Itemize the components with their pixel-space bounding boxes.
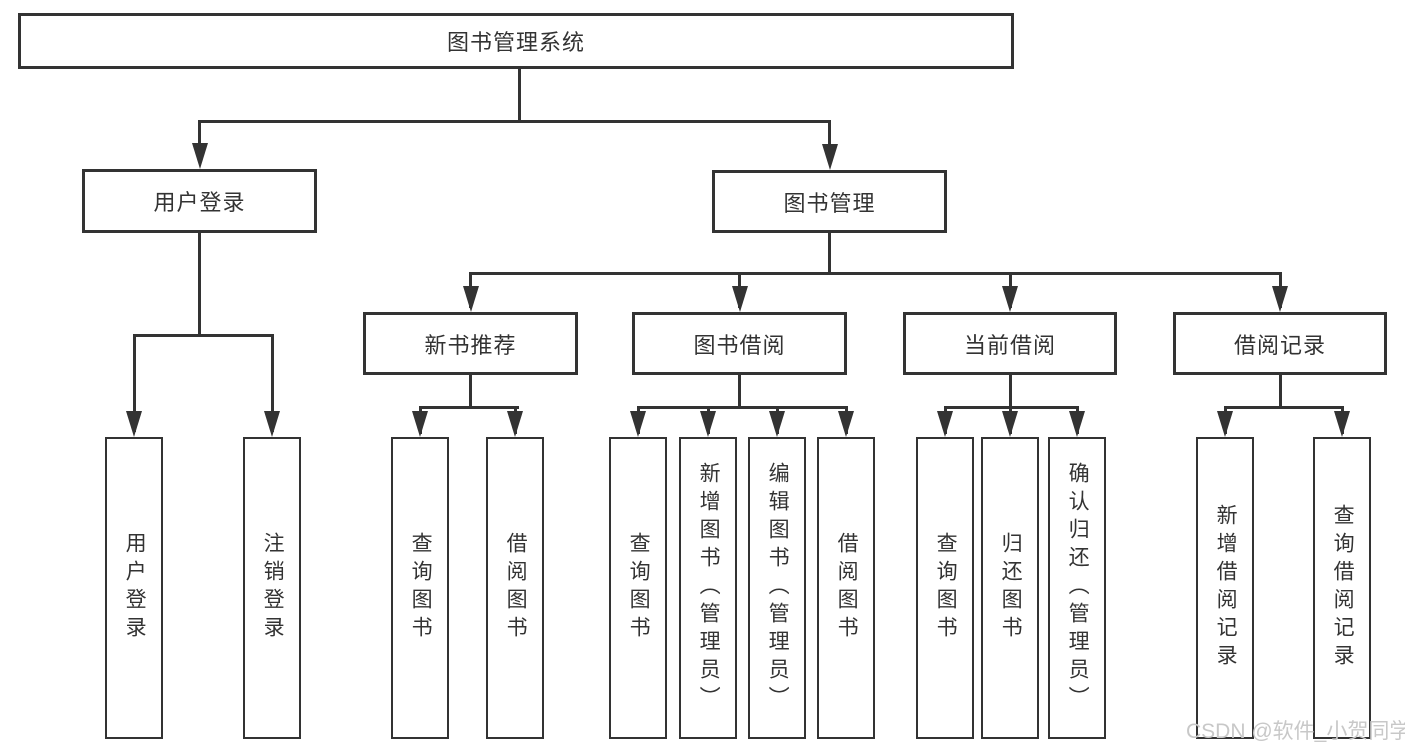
node-label: 当前借阅 bbox=[963, 332, 1056, 358]
arrow-down-icon bbox=[1217, 411, 1233, 437]
arrow-down-icon bbox=[700, 411, 716, 437]
node-leaf-user-login: 用户登录 bbox=[105, 437, 163, 739]
arrow-down-icon bbox=[412, 411, 428, 437]
connector-root-vertical bbox=[517, 68, 521, 123]
node-label: 图书管理 bbox=[783, 190, 876, 216]
connector-nbr-horizontal bbox=[418, 406, 519, 409]
node-user-login: 用户登录 bbox=[82, 169, 317, 233]
arrow-down-icon bbox=[731, 286, 748, 312]
connector-stem-leaf bbox=[132, 334, 136, 432]
arrow-down-icon bbox=[507, 411, 523, 437]
node-label: 新增图书（管理员） bbox=[697, 462, 721, 714]
node-label: 用户登录 bbox=[153, 190, 246, 215]
connector-cb-vertical bbox=[1008, 373, 1012, 409]
arrow-down-icon bbox=[1002, 286, 1018, 312]
node-borrowing-records: 借阅记录 bbox=[1173, 312, 1387, 375]
node-label: 查询图书 bbox=[409, 532, 433, 644]
connector-book-management-vertical bbox=[828, 233, 831, 275]
arrow-down-icon bbox=[1334, 411, 1350, 437]
arrow-down-icon bbox=[769, 411, 785, 437]
arrow-down-icon bbox=[1002, 411, 1018, 437]
node-leaf-query-borrow-record: 查询借阅记录 bbox=[1313, 437, 1371, 739]
node-label: 新书推荐 bbox=[424, 332, 517, 358]
arrow-down-icon bbox=[937, 411, 953, 437]
connector-user-login-horizontal bbox=[132, 334, 274, 337]
connector-br-horizontal bbox=[1223, 406, 1344, 409]
node-label: 归还图书 bbox=[999, 532, 1023, 644]
node-leaf-borrow-books-recommend: 借阅图书 bbox=[486, 437, 544, 739]
connector-book-management-horizontal bbox=[469, 272, 1282, 275]
node-label: 借阅图书 bbox=[504, 532, 528, 644]
connector-nbr-vertical bbox=[469, 373, 472, 409]
arrow-down-icon bbox=[264, 411, 280, 437]
node-label: 查询图书 bbox=[627, 532, 651, 644]
connector-root-horizontal bbox=[198, 120, 831, 123]
node-label: 图书管理系统 bbox=[446, 30, 585, 55]
node-label: 注销登录 bbox=[261, 532, 285, 644]
node-label: 新增借阅记录 bbox=[1214, 504, 1238, 672]
arrow-down-icon bbox=[821, 144, 838, 170]
node-library-management-system: 图书管理系统 bbox=[18, 13, 1014, 69]
connector-stem-user-login bbox=[198, 120, 201, 158]
arrow-down-icon bbox=[630, 411, 646, 437]
node-leaf-query-books-borrow: 查询图书 bbox=[609, 437, 667, 739]
connector-stem-book-management bbox=[828, 120, 831, 158]
node-label: 查询图书 bbox=[934, 532, 958, 644]
node-leaf-logout: 注销登录 bbox=[243, 437, 301, 739]
arrow-down-icon bbox=[838, 411, 854, 437]
node-book-management: 图书管理 bbox=[712, 170, 947, 233]
connector-stem-leaf bbox=[270, 334, 274, 432]
connector-user-login-vertical bbox=[198, 233, 201, 337]
node-label: 图书借阅 bbox=[693, 332, 786, 358]
connector-bb-vertical bbox=[738, 373, 741, 409]
connector-bb-horizontal bbox=[636, 406, 848, 409]
node-current-borrowing: 当前借阅 bbox=[903, 312, 1117, 375]
node-leaf-confirm-return-admin: 确认归还（管理员） bbox=[1048, 437, 1106, 739]
node-new-book-recommendation: 新书推荐 bbox=[363, 312, 578, 375]
arrow-down-icon bbox=[191, 143, 208, 169]
node-label: 借阅图书 bbox=[835, 532, 859, 644]
node-label: 借阅记录 bbox=[1233, 332, 1326, 358]
arrow-down-icon bbox=[1272, 286, 1288, 312]
arrow-down-icon bbox=[1069, 411, 1085, 437]
node-leaf-query-books-current: 查询图书 bbox=[916, 437, 974, 739]
connector-br-vertical bbox=[1278, 373, 1282, 409]
node-book-borrowing: 图书借阅 bbox=[632, 312, 847, 375]
node-label: 编辑图书（管理员） bbox=[766, 462, 790, 714]
node-label: 查询借阅记录 bbox=[1331, 504, 1355, 672]
node-leaf-edit-books-admin: 编辑图书（管理员） bbox=[748, 437, 806, 739]
csdn-watermark: CSDN @软件_小贺同学 bbox=[1186, 720, 1405, 743]
node-leaf-borrow-books: 借阅图书 bbox=[817, 437, 875, 739]
node-leaf-add-books-admin: 新增图书（管理员） bbox=[679, 437, 737, 739]
node-leaf-add-borrow-record: 新增借阅记录 bbox=[1196, 437, 1254, 739]
node-label: 用户登录 bbox=[123, 532, 147, 644]
arrow-down-icon bbox=[126, 411, 142, 437]
arrow-down-icon bbox=[462, 286, 479, 312]
node-leaf-return-books: 归还图书 bbox=[981, 437, 1039, 739]
node-label: 确认归还（管理员） bbox=[1066, 462, 1090, 714]
node-leaf-query-books-recommend: 查询图书 bbox=[391, 437, 449, 739]
